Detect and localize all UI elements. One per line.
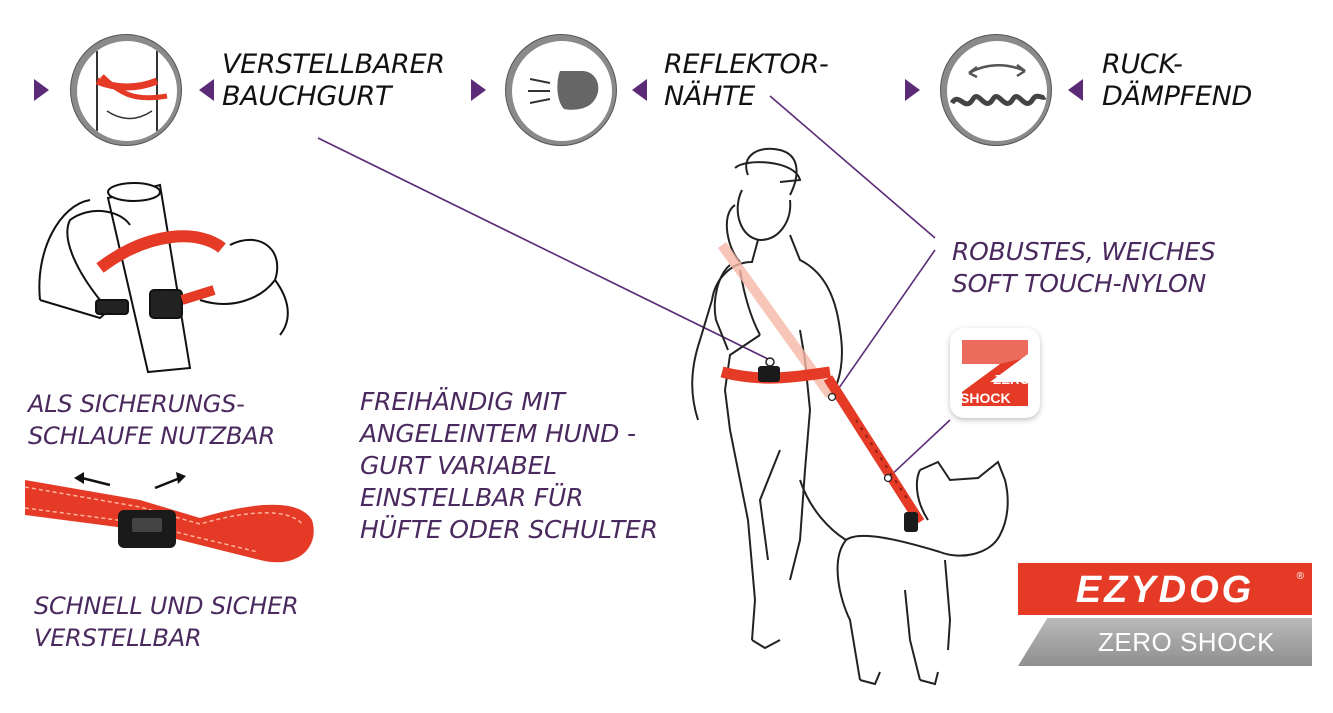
- safety-loop-illustration: [38, 182, 289, 374]
- callout-handsfree: FREIHÄNDIG MIT ANGELEINTEM HUND - GURT V…: [360, 387, 658, 544]
- pointer-arrow-left: [632, 79, 647, 101]
- product-name: ZERO SHOCK: [1098, 627, 1275, 657]
- leader-line-reflector: [769, 95, 936, 239]
- feature-circle-shock: [940, 34, 1052, 146]
- feature-label-reflector: REFLEKTOR-NÄHTE: [664, 49, 829, 112]
- product-name-bar: ZERO SHOCK: [1018, 618, 1312, 666]
- callout-safety-loop: ALS SICHERUNGS-SCHLAUFE NUTZBAR: [28, 390, 275, 450]
- badge-line1: ZERO: [993, 372, 1030, 387]
- pointer-arrow-right: [905, 79, 920, 101]
- registered-mark: ®: [1296, 571, 1304, 582]
- feature-label-shock: RUCK-DÄMPFEND: [1102, 49, 1253, 112]
- leader-line-nylon: [831, 249, 936, 399]
- feature-circle-belt: [70, 34, 182, 146]
- dog-illustration: [799, 460, 1009, 686]
- runner-illustration: [691, 147, 843, 650]
- pointer-arrow-right: [34, 79, 49, 101]
- reflector-icon: [528, 71, 599, 110]
- leader-line-zeroshock: [887, 419, 951, 479]
- feature-circle-reflector: [505, 34, 617, 146]
- leash-illustration: [823, 375, 925, 525]
- adjustable-belt-illustration: [24, 472, 314, 563]
- badge-line2: SHOCK: [960, 390, 1011, 406]
- shock-absorber-icon: [949, 64, 1047, 107]
- leader-line-belt: [317, 137, 771, 361]
- pointer-arrow-right: [471, 79, 486, 101]
- pointer-arrow-left: [199, 79, 214, 101]
- ezydog-logo: EZYDOG ®: [1018, 563, 1312, 615]
- zero-shock-z-icon: [956, 334, 1034, 406]
- waist-belt-icon: [95, 51, 168, 131]
- pointer-arrow-left: [1068, 79, 1083, 101]
- logo-text: EZYDOG: [1075, 569, 1255, 611]
- zero-shock-badge: ZERO SHOCK: [950, 328, 1040, 418]
